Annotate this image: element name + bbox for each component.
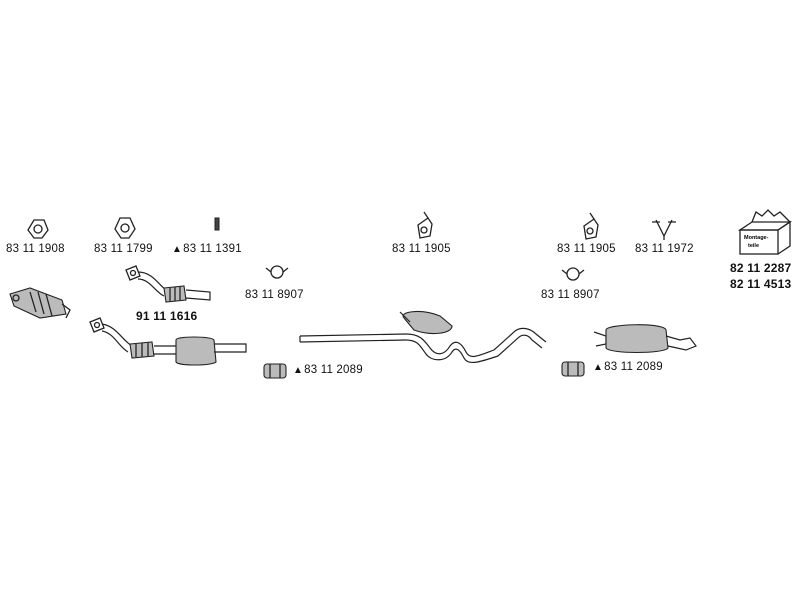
part-number-kit-1: 82 11 2287 (730, 261, 792, 275)
part-number-connector-1: ▲83 11 2089 (293, 364, 363, 376)
clamp-icon (561, 267, 585, 281)
part-number-kit-2: 82 11 4513 (730, 277, 792, 291)
pipe-connector-icon (263, 363, 287, 379)
part-number-hanger: 83 11 1972 (635, 243, 694, 255)
hanger-icon (652, 219, 676, 240)
catalytic-converter-icon (9, 287, 71, 319)
front-pipe-with-converter-icon (89, 317, 247, 366)
part-number-gasket-2: 83 11 1799 (94, 243, 153, 255)
bolt-icon (214, 217, 220, 231)
part-number-gasket-1: 83 11 1908 (6, 243, 65, 255)
kit-box-line-1: Montage- (744, 235, 769, 241)
part-number-front-pipe: 91 11 1616 (136, 309, 198, 323)
part-number-rubber-mount-2: 83 11 1905 (557, 243, 616, 255)
rubber-mount-icon (583, 212, 599, 240)
middle-pipe-resonator-icon (299, 310, 547, 364)
part-number-clamp-1: 83 11 8907 (245, 289, 304, 301)
warning-triangle-icon: ▲ (172, 244, 183, 255)
part-number-rubber-mount-1: 83 11 1905 (392, 243, 451, 255)
kit-box-line-2: teile (748, 243, 759, 249)
front-pipe-icon (125, 265, 211, 303)
part-number-connector-2: ▲83 11 2089 (593, 361, 663, 373)
pipe-connector-icon (561, 361, 585, 377)
rubber-mount-icon (417, 211, 433, 239)
warning-triangle-icon: ▲ (293, 365, 304, 376)
clamp-icon (265, 265, 289, 279)
warning-triangle-icon: ▲ (593, 362, 604, 373)
gasket-icon (27, 219, 49, 239)
rear-muffler-icon (593, 324, 697, 353)
part-number-clamp-2: 83 11 8907 (541, 289, 600, 301)
mounting-kit-box-icon: Montage- teile (737, 209, 793, 255)
part-number-bolt: ▲83 11 1391 (172, 243, 242, 255)
gasket-icon (114, 217, 136, 239)
